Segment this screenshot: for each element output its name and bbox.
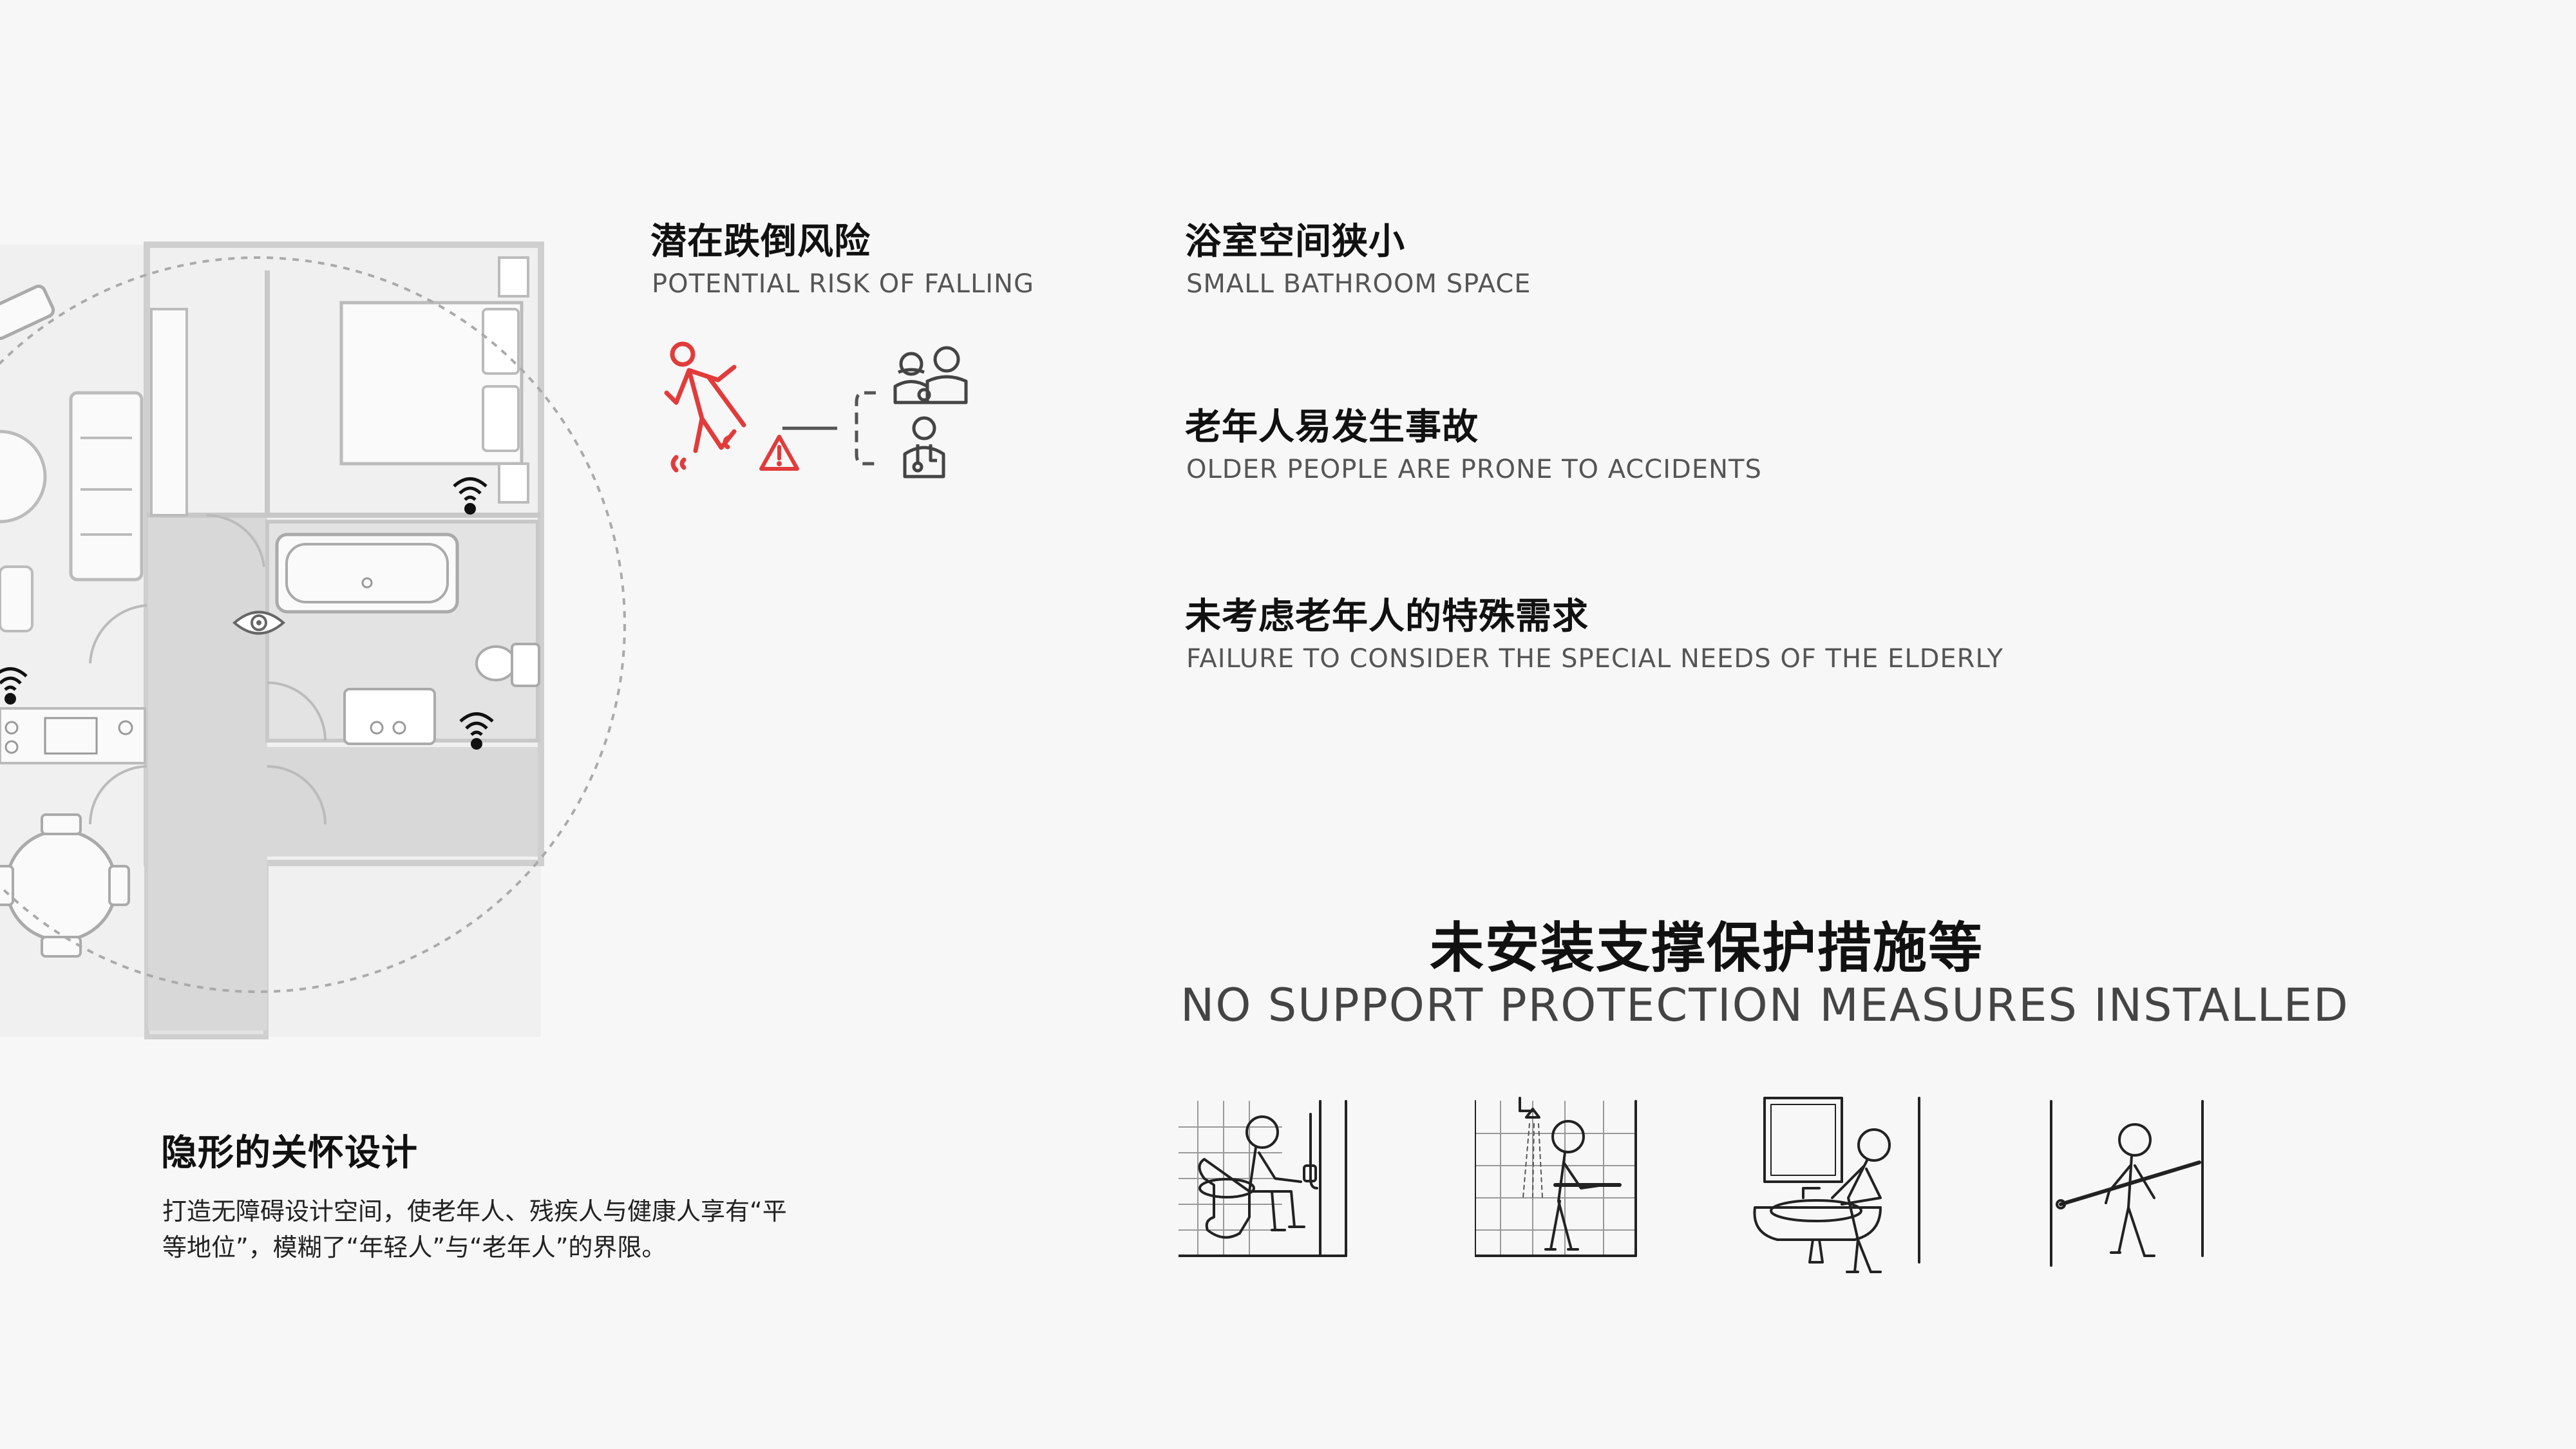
risk-bathroom-title: 浴室空间狭小 [1185, 221, 1405, 263]
family-icon [893, 346, 968, 404]
wifi-icon [0, 660, 30, 705]
risk-needs-subtitle: FAILURE TO CONSIDER THE SPECIAL NEEDS OF… [1186, 644, 2003, 674]
design-title: 隐形的关怀设计 [161, 1132, 418, 1174]
risk-needs-title: 未考虑老年人的特殊需求 [1185, 596, 1589, 638]
wifi-icon [457, 705, 496, 750]
risk-falling-subtitle: POTENTIAL RISK OF FALLING [652, 269, 1034, 299]
doctor-icon [903, 416, 945, 478]
illustration-corridor [2048, 1095, 2215, 1275]
risk-accidents-subtitle: OLDER PEOPLE ARE PRONE TO ACCIDENTS [1186, 455, 1762, 484]
floor-plan [0, 232, 644, 1056]
falling-diagram [663, 341, 1011, 489]
illustration-shower [1475, 1095, 1649, 1275]
risk-falling-title: 潜在跌倒风险 [650, 221, 871, 263]
risk-accidents-title: 老年人易发生事故 [1185, 406, 1479, 448]
eye-icon [232, 607, 286, 639]
design-body: 打造无障碍设计空间，使老年人、残疾人与健康人享有“平等地位”，模糊了“年轻人”与… [162, 1197, 787, 1262]
risk-bathroom-subtitle: SMALL BATHROOM SPACE [1186, 269, 1531, 299]
wifi-icon [451, 470, 489, 515]
illustration-toilet [1179, 1095, 1352, 1275]
illustration-sink [1752, 1095, 1938, 1282]
warning-icon [759, 435, 799, 471]
falling-person-icon [664, 341, 746, 473]
measures-subtitle: NO SUPPORT PROTECTION MEASURES INSTALLED [1180, 979, 2349, 1032]
measures-title: 未安装支撑保护措施等 [1430, 916, 1984, 980]
